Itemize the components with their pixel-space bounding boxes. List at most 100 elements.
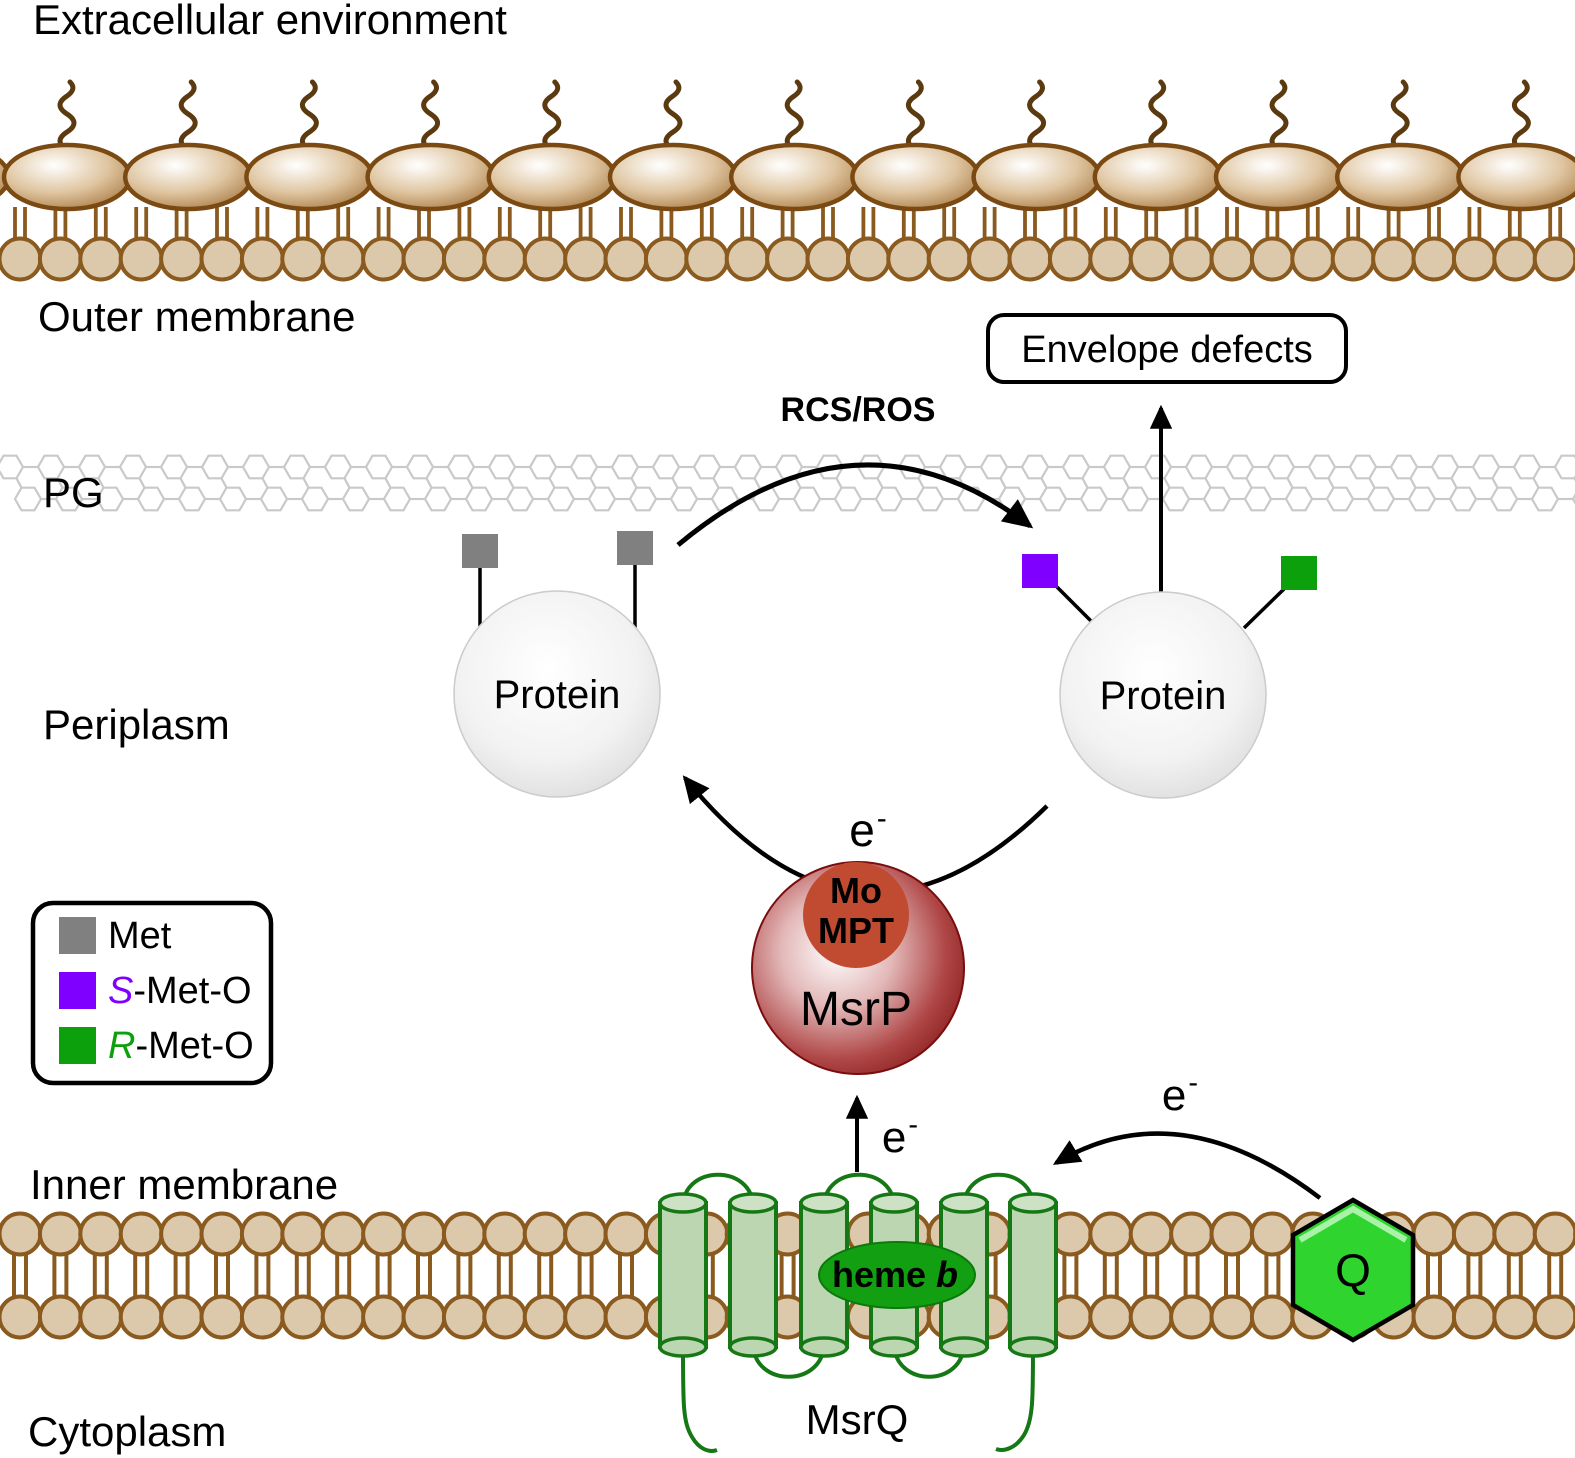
o-antigen-chain xyxy=(1390,79,1410,153)
pg-crosslink xyxy=(1368,477,1376,489)
legend-swatch-r-met-o xyxy=(59,1027,96,1064)
met-residue-square-1 xyxy=(462,534,498,568)
lipid-head xyxy=(724,236,770,282)
pg-crosslink xyxy=(1532,477,1540,489)
pg-crosslink xyxy=(302,477,310,489)
pg-hexagon xyxy=(956,486,986,512)
lipid-head xyxy=(522,236,568,282)
pg-hexagon xyxy=(1120,486,1150,512)
pg-crosslink xyxy=(1409,477,1417,489)
lipid-head xyxy=(926,236,972,282)
pg-hexagon xyxy=(833,486,863,512)
msrq-label: MsrQ xyxy=(806,1396,909,1443)
pg-hexagon xyxy=(587,486,617,512)
o-antigen-chain xyxy=(178,79,198,153)
pg-crosslink xyxy=(466,477,474,489)
extracellular-label: Extracellular environment xyxy=(33,0,507,43)
lipid-head xyxy=(118,236,164,282)
o-antigen-chain xyxy=(1511,79,1531,153)
pg-hexagon xyxy=(915,486,945,512)
lipid-head xyxy=(603,1211,649,1257)
mo-label: Mo xyxy=(830,870,882,911)
legend-label-r-met-o: R-Met-O xyxy=(108,1025,254,1067)
pg-hexagon xyxy=(300,486,330,512)
pg-hexagon xyxy=(423,486,453,512)
oxidation-arrow xyxy=(676,462,1034,547)
lipid-head xyxy=(0,1294,43,1340)
pg-hexagon xyxy=(1143,454,1173,480)
oxidized-protein-label: Protein xyxy=(1100,674,1227,718)
pg-crosslink xyxy=(876,477,884,489)
lipid-head xyxy=(1371,236,1417,282)
lps-oval xyxy=(365,142,496,212)
msrq-helix-top-rim xyxy=(728,1192,778,1214)
lipid-head xyxy=(1047,236,1093,282)
lipid-head xyxy=(603,1294,649,1340)
peptidoglycan-layer xyxy=(0,454,1575,512)
pg-crosslink xyxy=(138,477,146,489)
lipid-head xyxy=(967,236,1013,282)
pg-crosslink xyxy=(589,477,597,489)
lipid-head xyxy=(1492,1294,1538,1340)
lipid-head xyxy=(0,1211,43,1257)
pg-crosslink xyxy=(507,477,515,489)
lipid-head xyxy=(1532,1211,1575,1257)
inner-membrane-label: Inner membrane xyxy=(30,1161,338,1208)
pg-hexagon xyxy=(651,454,681,480)
legend-label-met: Met xyxy=(108,915,172,957)
lipid-head xyxy=(1492,1211,1538,1257)
lipid-head xyxy=(1249,1211,1295,1257)
pg-hexagon xyxy=(1161,486,1191,512)
lipid-head xyxy=(37,1294,83,1340)
msrq-helix-bottom-rim xyxy=(658,1336,708,1358)
o-antigen-chain xyxy=(57,79,77,153)
o-antigen-chain xyxy=(1148,79,1168,153)
lipid-head xyxy=(643,236,689,282)
lipid-head xyxy=(1128,1211,1174,1257)
pg-hexagon xyxy=(733,454,763,480)
msrp-label: MsrP xyxy=(800,983,912,1036)
pg-hexagon xyxy=(159,454,189,480)
pg-hexagon xyxy=(95,486,125,512)
lipid-head xyxy=(1128,1294,1174,1340)
quinone-hexagon xyxy=(1290,1197,1416,1343)
legend-label-s-met-o: S-Met-O xyxy=(108,970,252,1012)
lipid-head xyxy=(320,1294,366,1340)
lipid-head xyxy=(361,1211,407,1257)
msrq-helix-bottom-rim xyxy=(728,1336,778,1358)
pg-hexagon xyxy=(546,486,576,512)
pg-hexagon xyxy=(938,454,968,480)
pg-crosslink xyxy=(15,477,23,489)
lipid-head xyxy=(1330,236,1376,282)
lipid-head xyxy=(684,236,730,282)
electron-arrow-quinone-to-msrq xyxy=(1052,1131,1322,1200)
pg-crosslink xyxy=(384,477,392,489)
electron-label-msrp: e- xyxy=(882,1109,918,1162)
pg-crosslink xyxy=(548,477,556,489)
lipid-head xyxy=(0,236,43,282)
lipid-head xyxy=(199,236,245,282)
pg-crosslink xyxy=(1081,477,1089,489)
lipid-head xyxy=(482,1211,528,1257)
pg-hexagon xyxy=(710,486,740,512)
lipid-head xyxy=(118,1211,164,1257)
pg-crosslink xyxy=(835,477,843,489)
lipid-head xyxy=(1209,1294,1255,1340)
lipid-head xyxy=(280,1211,326,1257)
pg-crosslink xyxy=(999,477,1007,489)
pg-hexagon xyxy=(528,454,558,480)
lipid-head xyxy=(441,1211,487,1257)
pg-hexagon xyxy=(218,486,248,512)
o-antigen-chain xyxy=(299,79,319,153)
pg-crosslink xyxy=(261,477,269,489)
periplasm-label: Periplasm xyxy=(43,701,230,748)
lipid-head xyxy=(1451,1294,1497,1340)
lipid-head xyxy=(522,1294,568,1340)
pg-crosslink xyxy=(1204,477,1212,489)
msrq-helix-bottom-rim xyxy=(869,1336,919,1358)
lipid-head xyxy=(401,1211,447,1257)
msrq-helix xyxy=(658,1201,708,1349)
pg-hexagon xyxy=(1225,454,1255,480)
pg-crosslink xyxy=(630,477,638,489)
